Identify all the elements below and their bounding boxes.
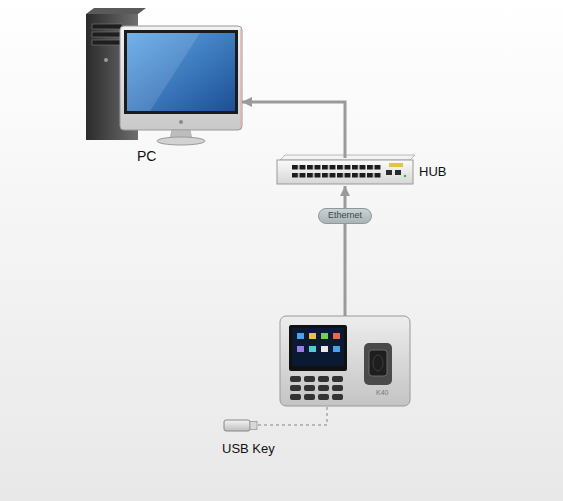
hub-ports bbox=[292, 165, 382, 181]
usb-body bbox=[224, 420, 250, 431]
monitor-logo bbox=[179, 120, 183, 124]
monitor-base bbox=[157, 137, 205, 145]
drive-bay bbox=[92, 32, 122, 37]
key bbox=[290, 385, 301, 391]
terminal-node: K40 bbox=[280, 316, 410, 406]
fingerprint-sensor bbox=[369, 350, 387, 376]
hub-node: HUB bbox=[277, 158, 413, 186]
screen-icon bbox=[333, 333, 340, 339]
network-link bbox=[242, 102, 345, 158]
monitor-screen bbox=[127, 33, 235, 111]
key bbox=[332, 385, 343, 391]
terminal-body bbox=[280, 316, 410, 406]
hub-port bbox=[386, 170, 392, 175]
hub-port bbox=[395, 170, 401, 175]
pc-illustration bbox=[86, 8, 242, 145]
hub-sticker bbox=[389, 163, 403, 167]
key bbox=[304, 385, 315, 391]
key bbox=[318, 394, 329, 400]
screen-icon bbox=[297, 346, 304, 352]
monitor-bezel bbox=[124, 30, 238, 114]
fingerprint-ridge bbox=[373, 355, 383, 371]
terminal-illustration bbox=[280, 316, 410, 406]
tower-top bbox=[86, 8, 146, 14]
hub-illustration bbox=[277, 155, 415, 184]
usb-plug bbox=[250, 422, 257, 430]
node-label: USB Key bbox=[222, 442, 275, 456]
screen-glare bbox=[127, 33, 200, 111]
sensor-housing bbox=[364, 343, 392, 385]
power-button bbox=[104, 58, 108, 62]
hub-led bbox=[404, 175, 407, 178]
screen-icon bbox=[321, 333, 328, 339]
screen-icon bbox=[309, 346, 316, 352]
computer-node: PC bbox=[82, 8, 242, 168]
node-label: K40 bbox=[376, 389, 388, 397]
key bbox=[304, 394, 315, 400]
monitor-frame bbox=[120, 26, 242, 130]
key bbox=[332, 376, 343, 382]
edge-label: Ethernet bbox=[318, 208, 372, 224]
monitor-edge bbox=[240, 29, 242, 127]
screen-icon bbox=[321, 346, 328, 352]
terminal-display bbox=[292, 328, 344, 366]
drive-bay bbox=[92, 24, 122, 29]
screen-icon bbox=[297, 333, 304, 339]
key bbox=[318, 376, 329, 382]
node-label: HUB bbox=[419, 165, 446, 179]
drive-bay bbox=[92, 40, 122, 45]
key bbox=[318, 385, 329, 391]
usb-key-node: USB Key bbox=[222, 417, 258, 433]
hub-front bbox=[277, 160, 413, 184]
key bbox=[290, 376, 301, 382]
key bbox=[290, 394, 301, 400]
hub-top bbox=[280, 155, 415, 160]
usb-link bbox=[258, 406, 327, 425]
key bbox=[332, 394, 343, 400]
node-label: PC bbox=[137, 149, 156, 164]
key bbox=[304, 376, 315, 382]
usb-illustration bbox=[224, 420, 257, 431]
ethernet-link bbox=[344, 186, 347, 316]
terminal-screen-frame bbox=[289, 325, 347, 371]
screen-icon bbox=[333, 346, 340, 352]
screen-icon bbox=[309, 333, 316, 339]
